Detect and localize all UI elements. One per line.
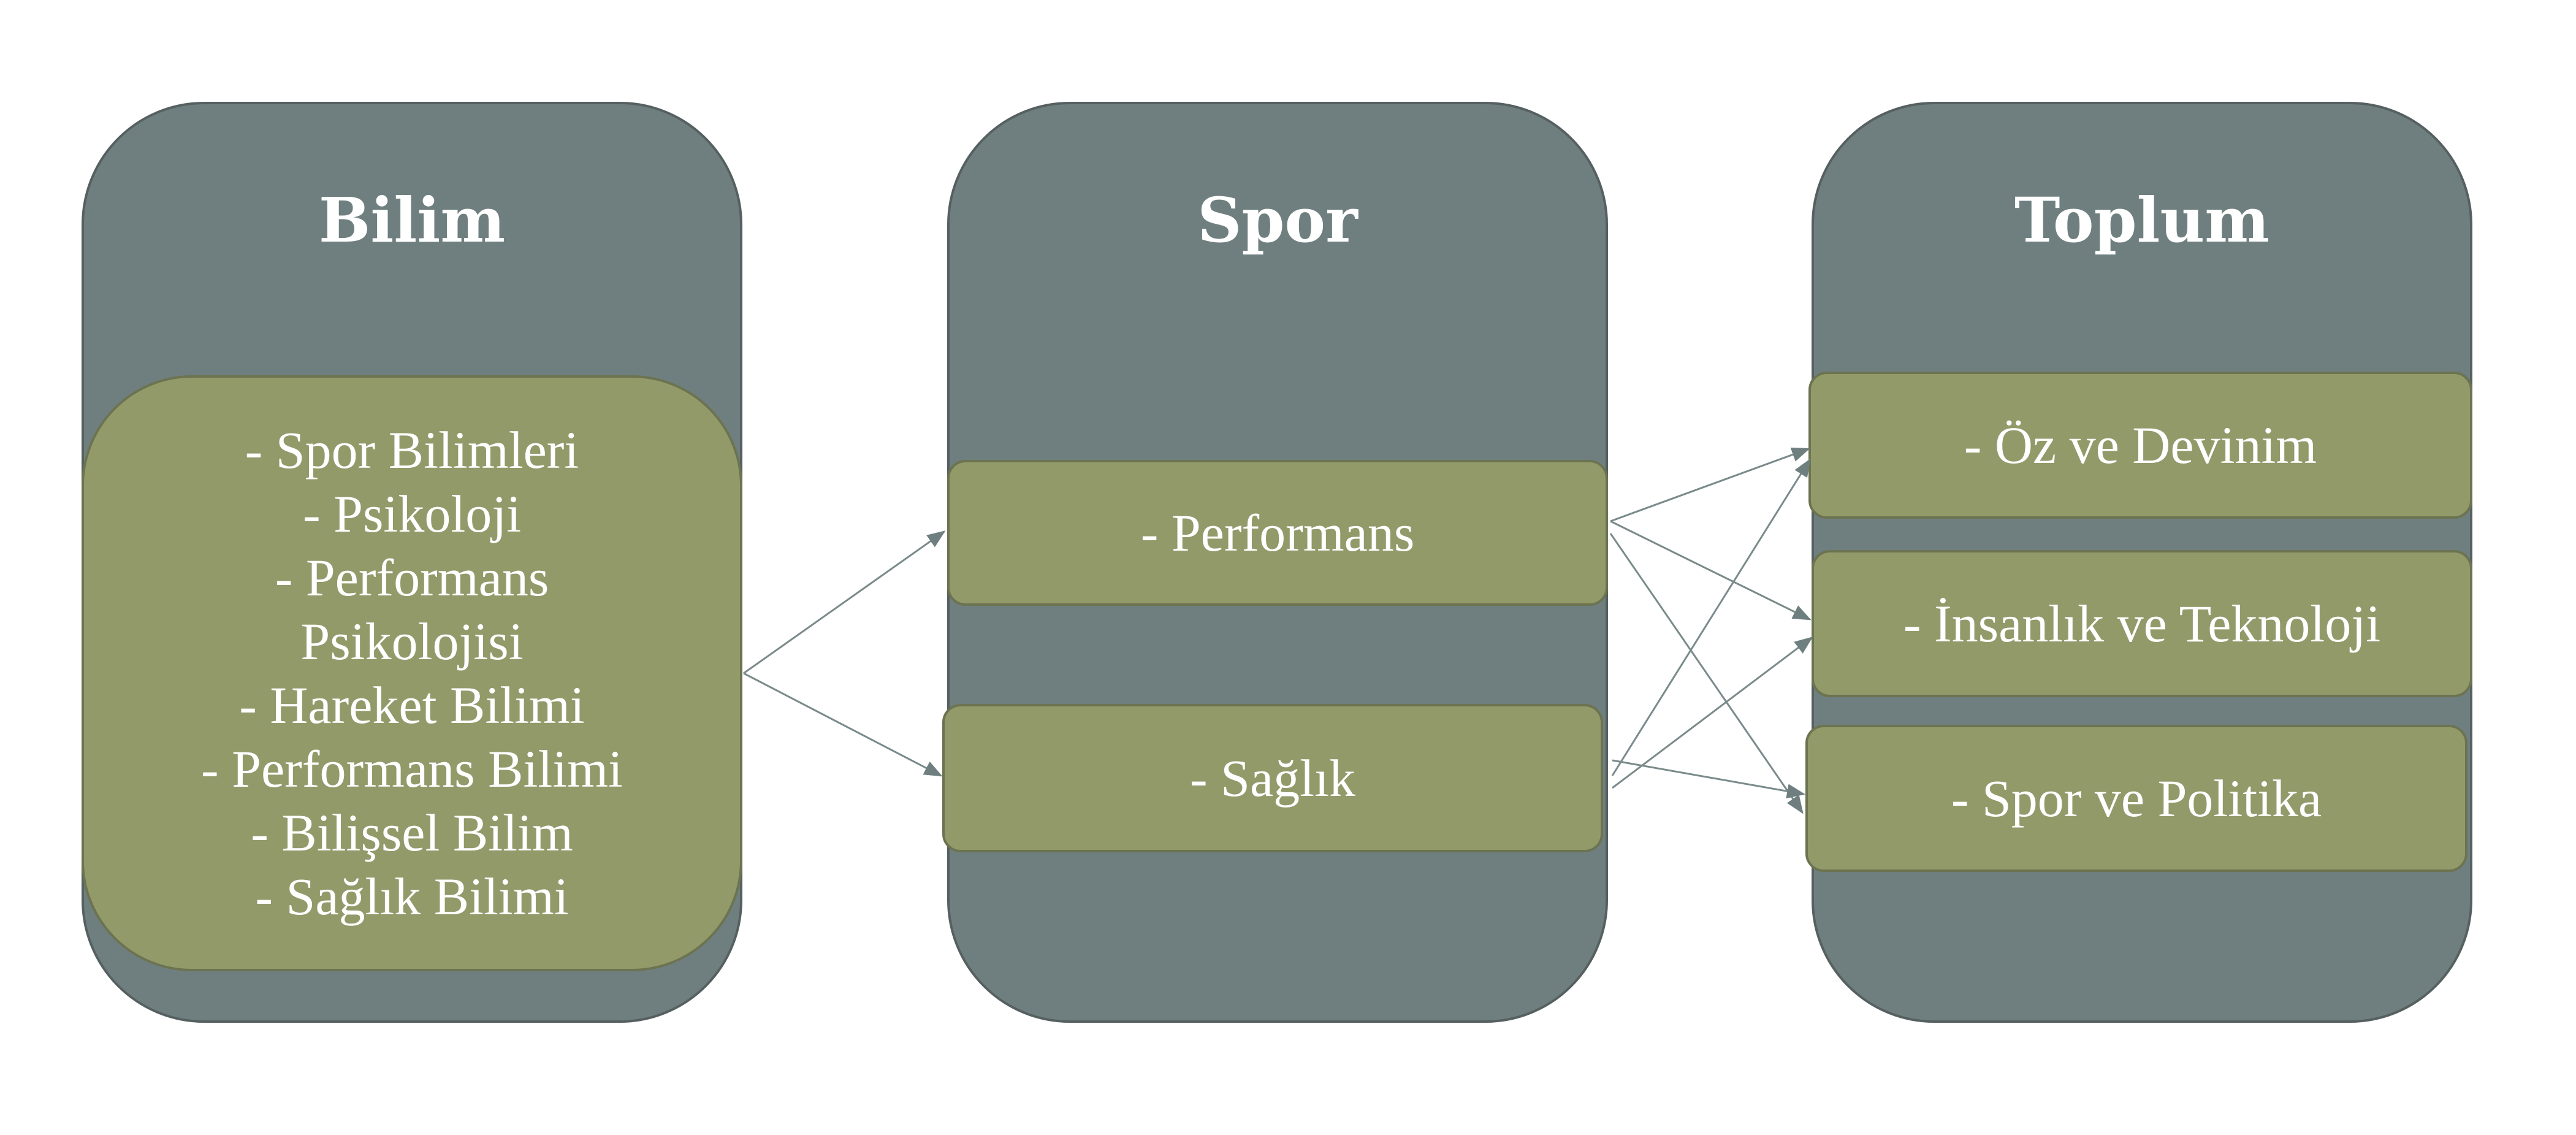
list-item: - Psikoloji — [302, 484, 521, 543]
performans-box: - Performans — [947, 460, 1608, 606]
arrow-saglik-to-oz — [1611, 458, 1811, 776]
list-item: - Performans Bilimi — [201, 739, 623, 798]
list-item: - Performans — [275, 548, 549, 607]
saglik-label: - Sağlık — [1190, 749, 1355, 808]
spor-ve-politika-label: - Spor ve Politika — [1951, 769, 2322, 828]
toplum-title: Toplum — [2014, 184, 2270, 256]
bilim-title: Bilim — [318, 184, 506, 256]
list-item: - Sağlık Bilimi — [255, 867, 569, 926]
arrow-performans-to-oz — [1610, 447, 1810, 522]
oz-ve-devinim-box: - Öz ve Devinim — [1808, 372, 2472, 519]
insanlik-ve-teknoloji-box: - İnsanlık ve Teknoloji — [1812, 550, 2472, 697]
list-item: - Spor Bilimleri — [245, 421, 579, 480]
oz-ve-devinim-label: - Öz ve Devinim — [1964, 416, 2317, 475]
arrow-performans-to-insanlik — [1610, 520, 1812, 621]
list-item: Psikolojisi — [300, 612, 524, 671]
spor-ve-politika-box: - Spor ve Politika — [1805, 725, 2467, 872]
arrow-saglik-to-politika — [1612, 759, 1805, 799]
arrow-performans-to-politika — [1609, 533, 1804, 814]
insanlik-ve-teknoloji-label: - İnsanlık ve Teknoloji — [1903, 594, 2381, 653]
arrow-saglik-to-insanlik — [1612, 636, 1813, 789]
arrow-bilim-to-performans — [743, 530, 946, 675]
list-item: - Hareket Bilimi — [239, 676, 585, 735]
spor-title: Spor — [1197, 184, 1358, 256]
arrow-bilim-to-saglik — [743, 672, 943, 777]
bilim-list-box: - Spor Bilimleri - Psikoloji - Performan… — [82, 375, 742, 971]
list-item: - Bilişsel Bilim — [251, 803, 573, 862]
saglik-box: - Sağlık — [942, 704, 1603, 852]
performans-label: - Performans — [1140, 503, 1415, 562]
